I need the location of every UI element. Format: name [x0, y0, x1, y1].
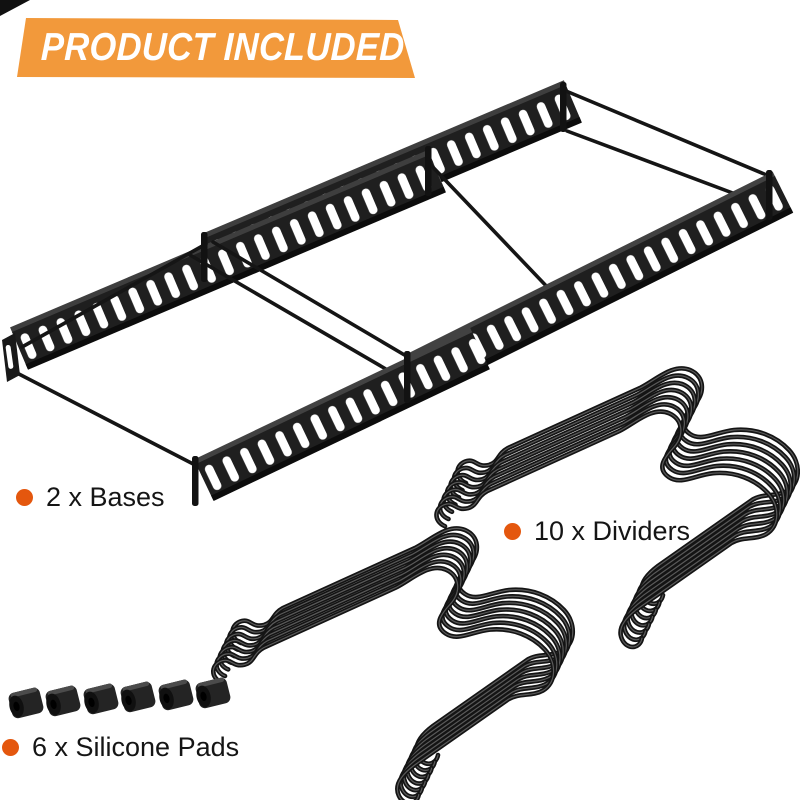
silicone-pads-label: 6 x Silicone Pads: [32, 732, 240, 762]
bases-label: 2 x Bases: [46, 482, 165, 512]
base-corner-posts: [192, 82, 773, 506]
product-included-banner: PRODUCT INCLUDED: [17, 18, 415, 78]
dividers-stack-bottom: [213, 528, 572, 800]
base-front-rail-inner: [193, 327, 490, 502]
bullet-icon: [2, 739, 19, 756]
dividers-label: 10 x Dividers: [534, 516, 691, 546]
silicone-pads-illustration: [6, 676, 232, 720]
bases-callout: 2 x Bases: [16, 482, 165, 513]
corner-accent: [0, 0, 30, 16]
dividers-callout: 10 x Dividers: [504, 516, 690, 547]
base-wire-rails: [15, 89, 772, 469]
silicone-pads-callout: 6 x Silicone Pads: [2, 732, 239, 763]
base-back-rail-outer: [10, 150, 446, 370]
banner-title: PRODUCT INCLUDED: [40, 25, 406, 69]
base-left-end-cap: [2, 333, 20, 382]
bases-illustration: [2, 80, 794, 506]
bullet-icon: [504, 523, 521, 540]
base-front-rail-outer: [405, 171, 794, 396]
bullet-icon: [16, 489, 33, 506]
